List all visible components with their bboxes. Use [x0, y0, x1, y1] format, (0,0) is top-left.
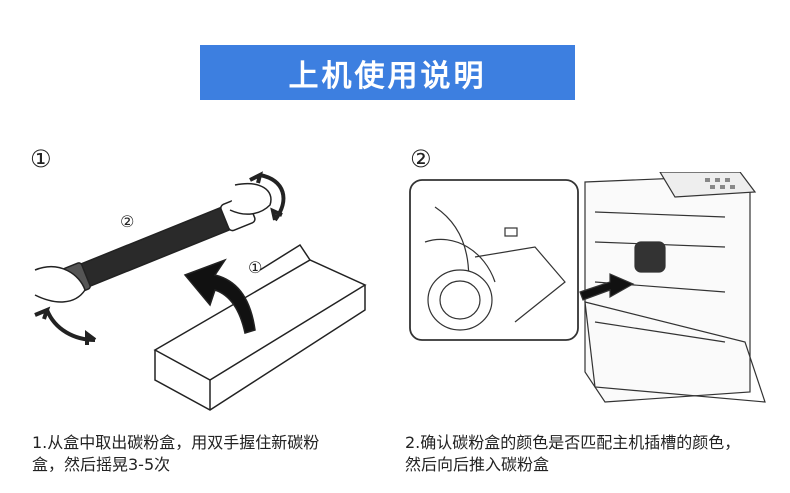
step-1-number: ① — [30, 145, 52, 173]
hand-right — [229, 183, 272, 215]
step-1-caption: 1.从盒中取出碳粉盒，用双手握住新碳粉 盒，然后摇晃3-5次 — [32, 432, 319, 476]
step-2-caption-line-1: 2.确认碳粉盒的颜色是否匹配主机插槽的颜色， — [405, 433, 741, 452]
shake-arrow-icon — [249, 171, 286, 222]
step-1-illustration: ② ① — [34, 171, 367, 411]
cartridge-label: ② — [120, 212, 134, 231]
hand-left — [34, 266, 86, 303]
shake-arrow-icon — [34, 306, 97, 345]
step-1-caption-line-2: 盒，然后摇晃3-5次 — [32, 455, 171, 474]
toner-box — [153, 259, 367, 381]
page-title: 上机使用说明 — [288, 58, 487, 94]
step-2-caption-line-2: 然后向后推入碳粉盒 — [405, 455, 550, 474]
installed-toner — [634, 241, 666, 273]
push-arrow-icon — [579, 273, 635, 301]
control-panel — [659, 172, 757, 198]
title-banner: 上机使用说明 — [200, 45, 575, 100]
step-2-caption: 2.确认碳粉盒的颜色是否匹配主机插槽的颜色， 然后向后推入碳粉盒 — [405, 432, 740, 476]
step-2-illustration — [409, 172, 766, 403]
curved-arrow-icon — [183, 258, 256, 334]
step-2-number: ② — [410, 145, 432, 173]
step-1-caption-line-1: 1.从盒中取出碳粉盒，用双手握住新碳粉 — [32, 433, 320, 452]
toner-end — [427, 269, 493, 331]
front-door — [584, 301, 766, 403]
box-label: ① — [248, 258, 262, 277]
